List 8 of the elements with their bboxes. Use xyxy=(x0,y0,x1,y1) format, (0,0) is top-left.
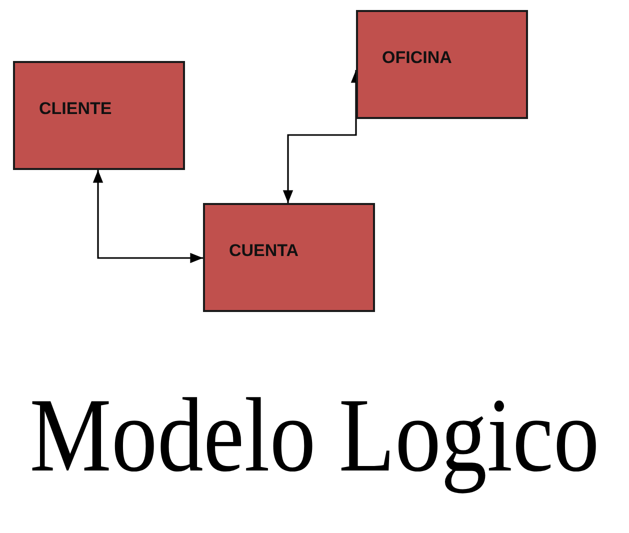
title: Modelo Logico xyxy=(28,377,600,494)
connector-arrow xyxy=(92,170,203,264)
entity-box xyxy=(356,10,528,119)
entity-name: OFICINA xyxy=(382,48,452,68)
entity-name: CUENTA xyxy=(229,241,299,261)
entity-name: CLIENTE xyxy=(39,99,112,119)
entity-box xyxy=(13,61,185,170)
entity-box xyxy=(203,203,375,312)
